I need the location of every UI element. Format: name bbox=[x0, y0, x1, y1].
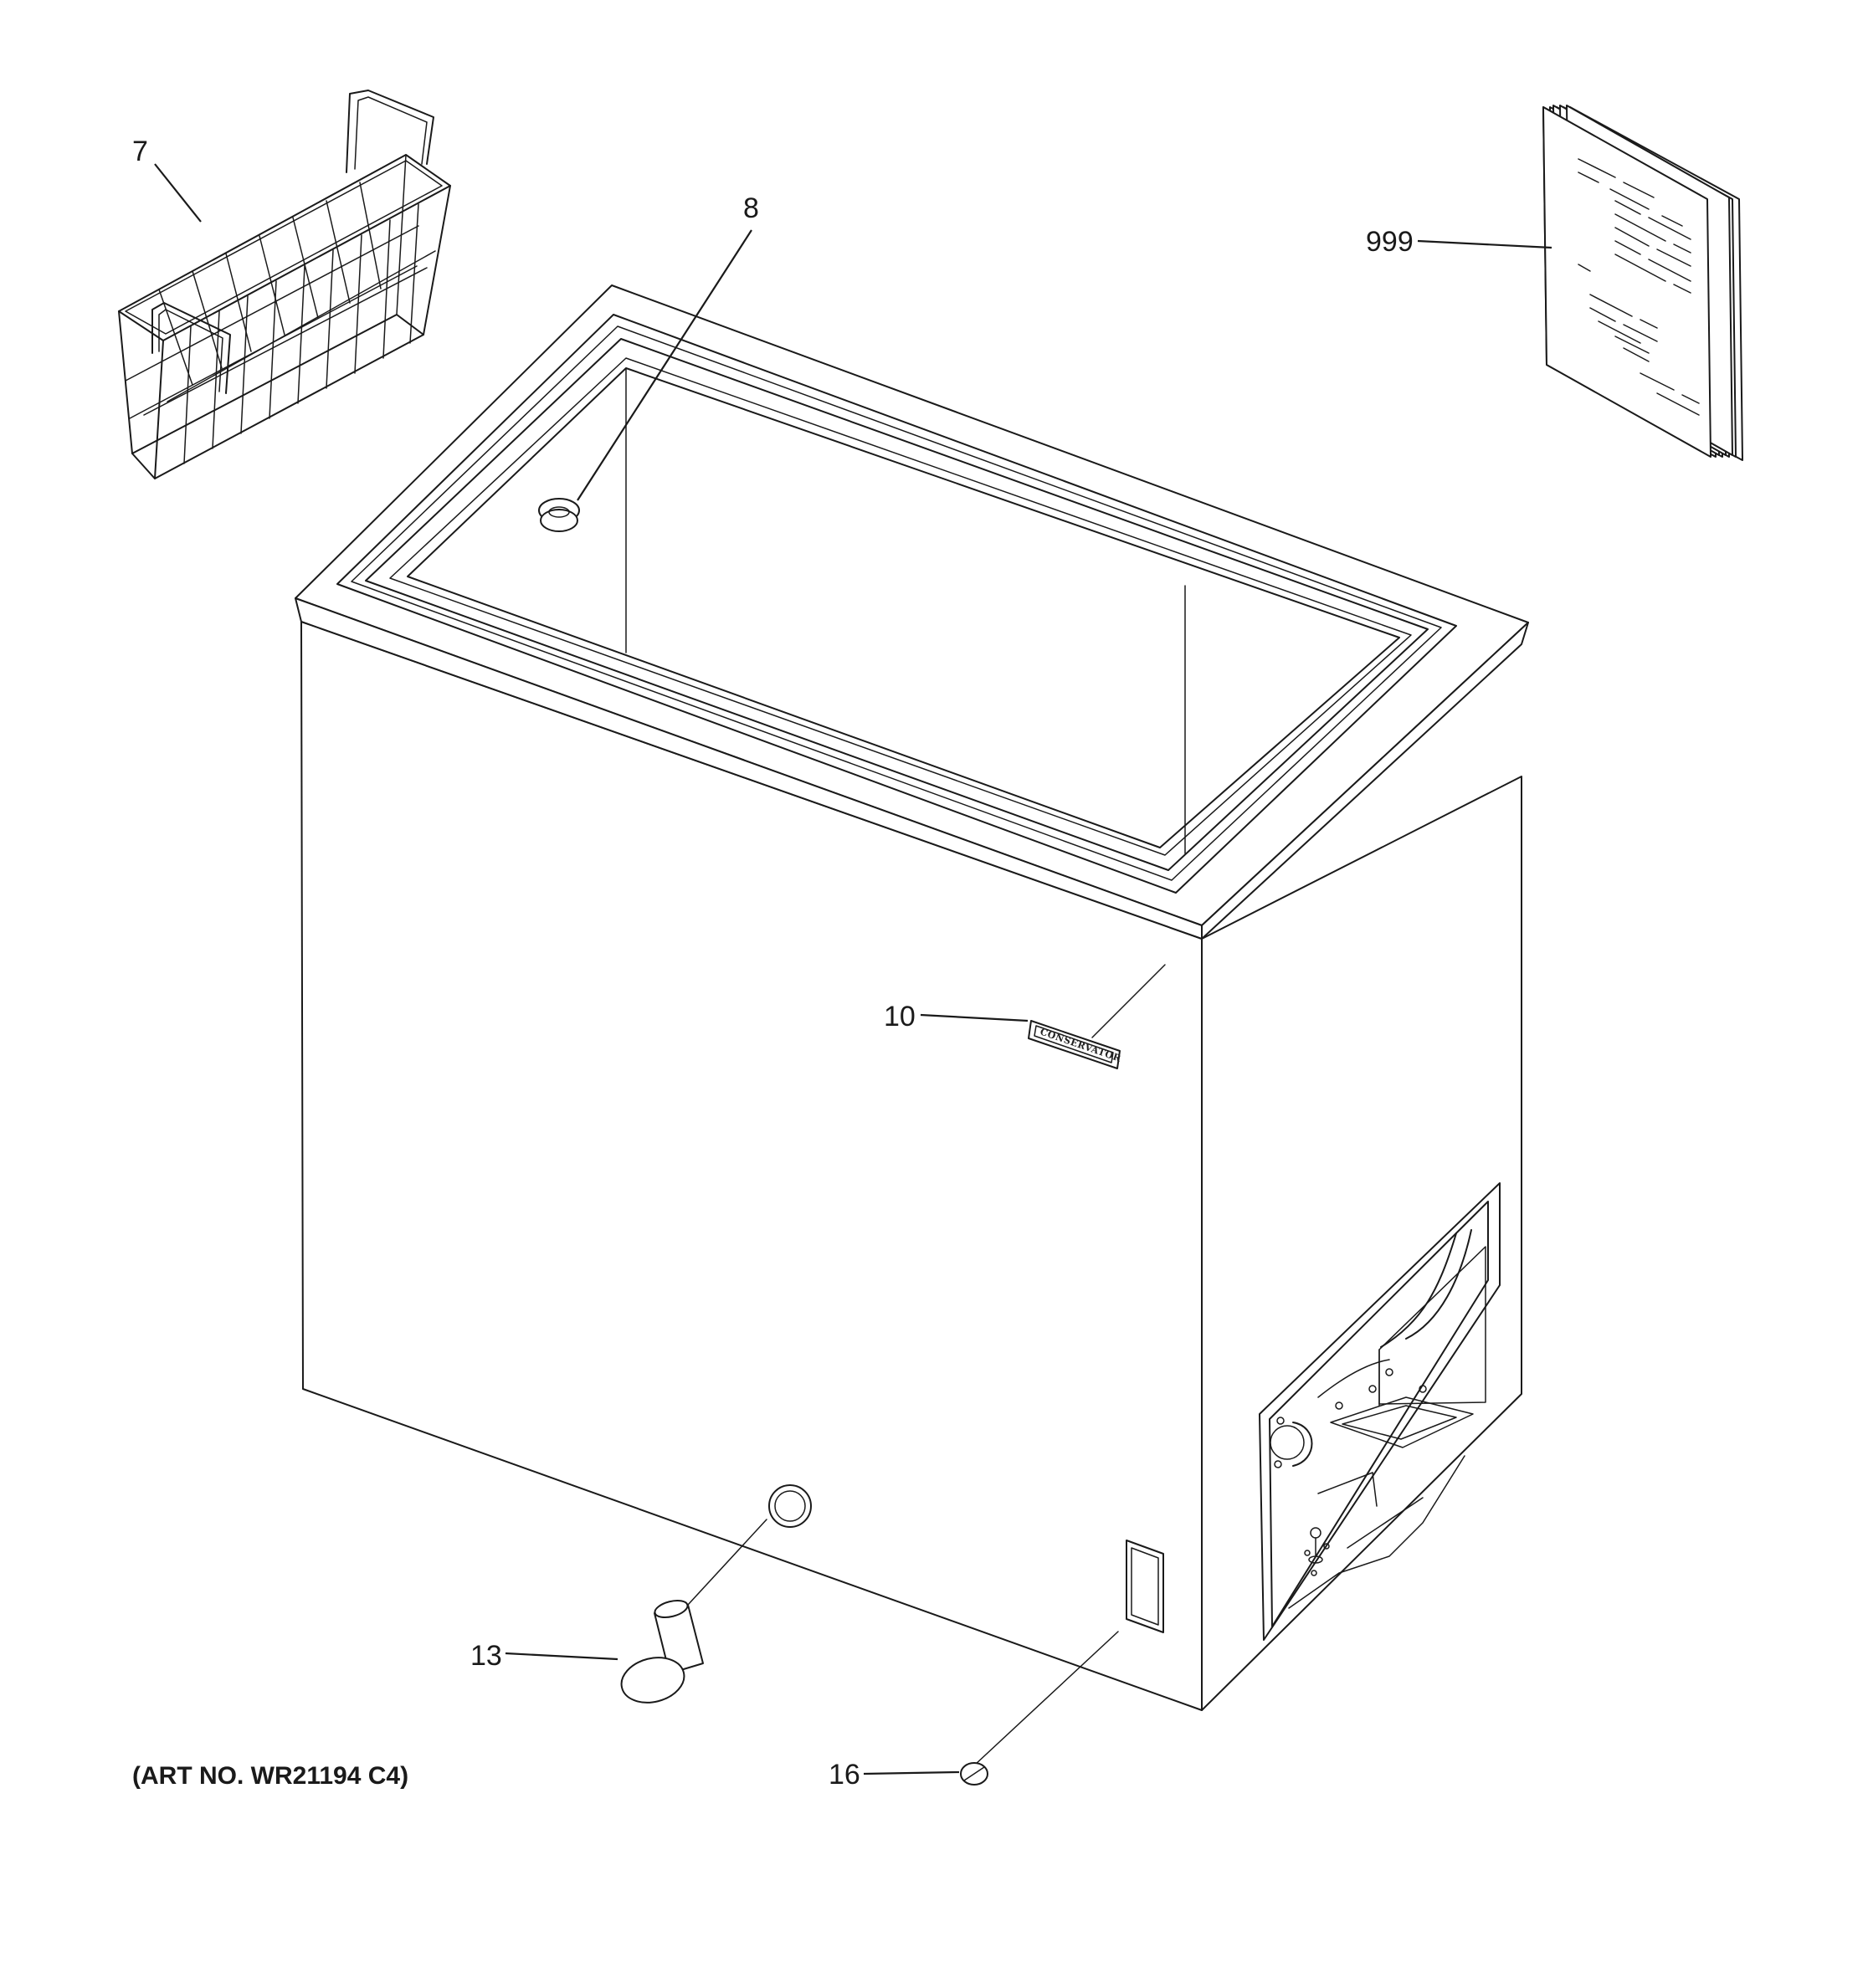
rating-plate bbox=[1126, 1540, 1164, 1633]
callout-basket: 7 bbox=[132, 136, 148, 167]
art-number: (ART NO. WR21194 C4) bbox=[132, 1762, 408, 1790]
wire-basket bbox=[118, 90, 451, 479]
freezer-cabinet: CONSERVATOR bbox=[295, 284, 1529, 1711]
screw-part bbox=[960, 1631, 1119, 1786]
callout-badge: 10 bbox=[884, 1001, 916, 1032]
manual-book bbox=[1542, 105, 1743, 461]
callout-screw: 16 bbox=[829, 1759, 860, 1791]
callout-drain-plug: 8 bbox=[743, 192, 759, 224]
leader-lines bbox=[154, 163, 1552, 1775]
drain-tube-part bbox=[620, 1519, 767, 1704]
drain-hole bbox=[768, 1484, 812, 1528]
callout-manual: 999 bbox=[1366, 226, 1414, 258]
drain-plug-part bbox=[538, 498, 580, 532]
callout-drain-tube: 13 bbox=[470, 1640, 502, 1672]
machine-compartment bbox=[1259, 1182, 1501, 1641]
